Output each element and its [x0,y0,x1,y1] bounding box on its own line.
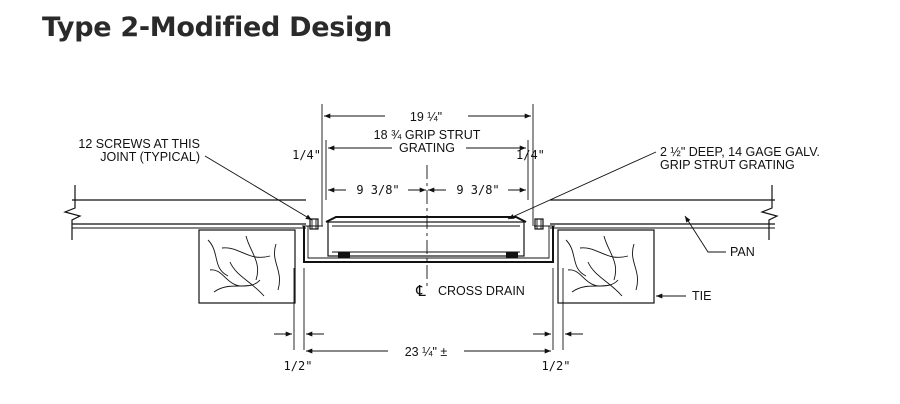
quarter-inch-left-label: 1/4" [292,148,321,162]
grating-spec-line2: GRIP STRUT GRATING [660,158,795,172]
centerline-symbol: ℄ [415,283,426,300]
overall-width-label: 19 ¼" [410,110,442,124]
drain-channel [302,225,555,263]
grating-spec-line1: 2 ½" DEEP, 14 GAGE GALV. [660,145,820,159]
quarter-inch-right-label: 1/4" [516,148,545,162]
bottom-width-label: 23 ¼" ± [405,345,448,359]
pan-label: PAN [730,245,755,259]
screws-label-line2: JOINT (TYPICAL) [100,150,200,164]
screw-left [309,218,319,230]
cross-drain-label: CROSS DRAIN [438,284,525,298]
grip-strut-grating [325,216,527,258]
deck-slab-left [63,185,306,240]
half-inch-right-label: 1/2" [542,359,571,373]
half-inch-left-label: 1/2" [284,359,313,373]
page-title: Type 2-Modified Design [42,12,392,43]
deck-slab-right [550,185,779,240]
half-width-right-label: 9 3/8" [456,183,499,197]
grip-strut-label-line1: 18 ¾ GRIP STRUT [374,128,481,142]
screw-right [534,218,544,230]
tie-block-left [198,229,296,304]
tie-block-right [557,229,655,304]
half-width-left-label: 9 3/8" [356,183,399,197]
grip-strut-label-line2: GRATING [399,141,455,155]
screws-label-line1: 12 SCREWS AT THIS [78,137,200,151]
tie-label: TIE [692,289,711,303]
